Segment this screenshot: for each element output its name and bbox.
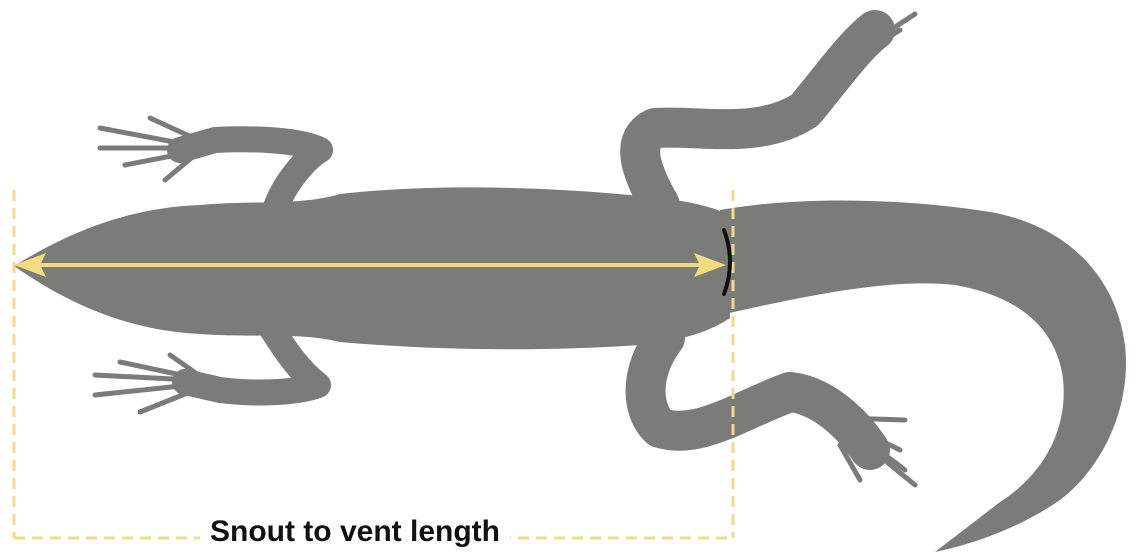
front-left-foot (100, 118, 198, 180)
front-left-leg (180, 139, 320, 210)
front-right-foot (95, 355, 200, 412)
hind-left-leg (640, 30, 875, 205)
snout-to-vent-length-label: Snout to vent length (200, 512, 510, 552)
lizard-body (14, 187, 730, 349)
hind-right-leg (646, 338, 870, 450)
